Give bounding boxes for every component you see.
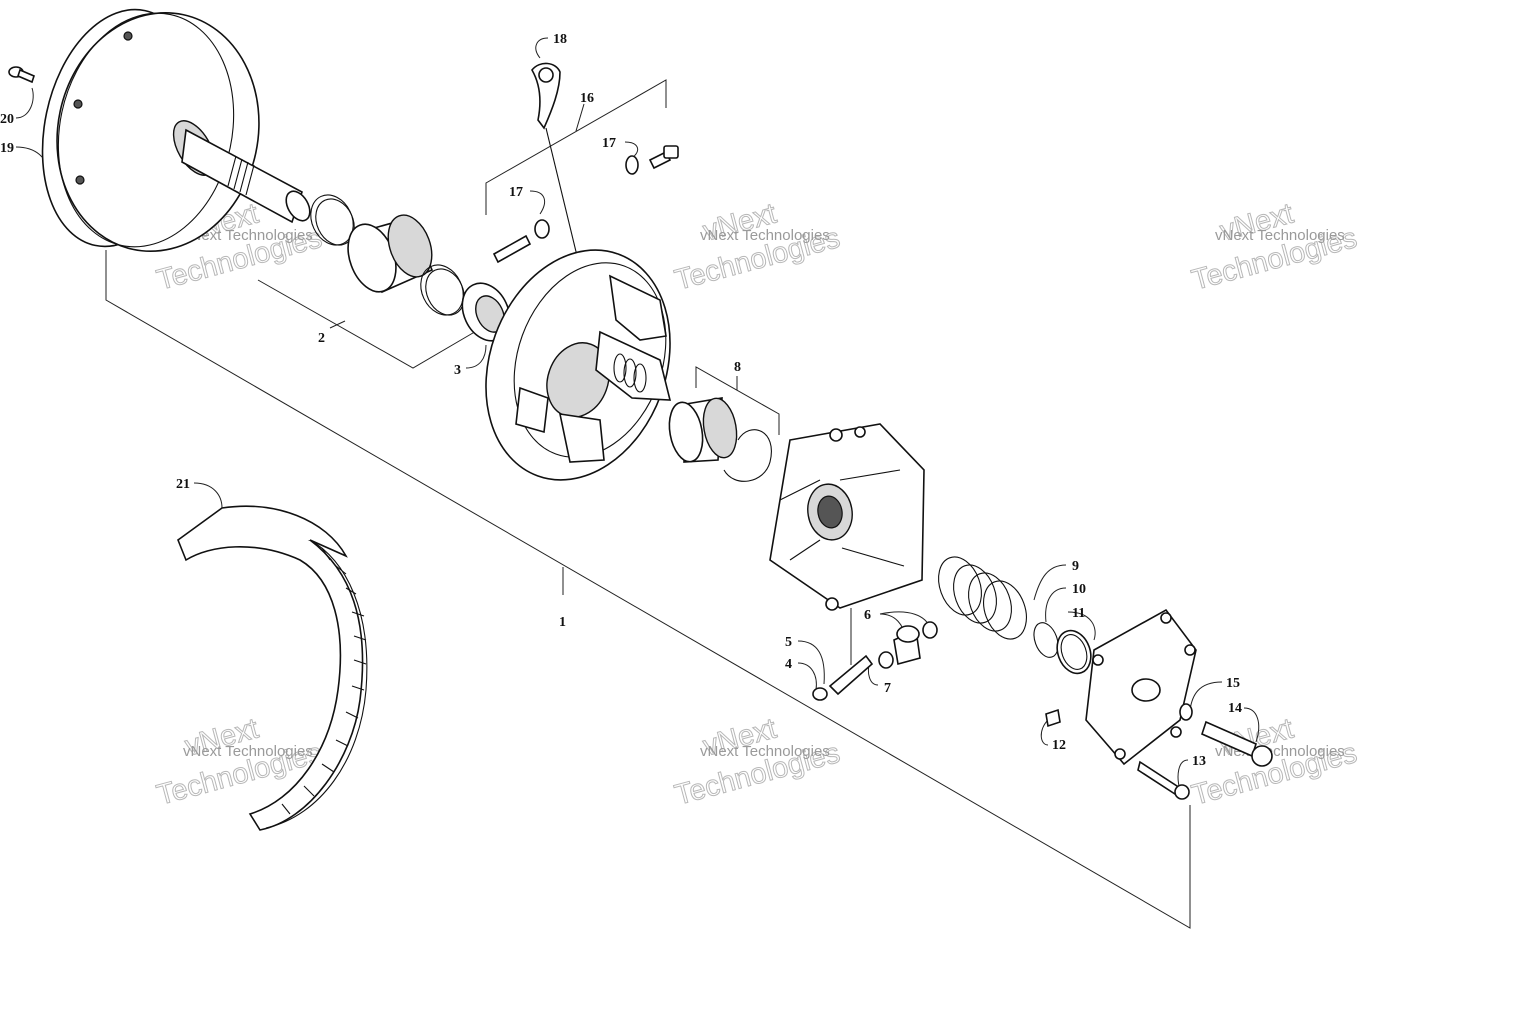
watermark-text-5: vNext Technologies — [700, 743, 830, 760]
roller-set — [812, 621, 938, 701]
callout-6: 6 — [864, 608, 871, 623]
rings-10-11 — [1033, 622, 1092, 675]
callout-1: 1 — [559, 615, 566, 630]
callout-18: 18 — [553, 32, 567, 47]
leader-16 — [575, 103, 585, 132]
callout-5: 5 — [785, 635, 792, 650]
leader-9 — [1033, 564, 1067, 601]
callout-7: 7 — [884, 681, 891, 696]
leader-3 — [465, 344, 487, 369]
callout-8: 8 — [734, 360, 741, 375]
callout-14: 14 — [1228, 701, 1242, 716]
bolts — [1045, 708, 1273, 800]
callout-2: 2 — [318, 331, 325, 346]
spring-9 — [938, 556, 1027, 640]
leader-15 — [1189, 681, 1223, 711]
callout-15: 15 — [1226, 676, 1240, 691]
sheave-spring — [613, 353, 647, 393]
callout-labels: 1 2 3 4 5 6 7 8 9 10 11 12 13 14 15 16 1… — [0, 32, 1242, 769]
leader-21 — [193, 482, 223, 509]
watermark-text-4: vNext Technologies — [183, 743, 313, 760]
leader-17a — [529, 190, 546, 215]
drive-belt — [177, 505, 368, 831]
leader-4 — [797, 662, 817, 691]
watermark-text-1: vNext Technologies — [183, 227, 313, 244]
belt-teeth — [281, 547, 367, 815]
pin-17 — [492, 145, 679, 264]
bushing-8 — [668, 397, 772, 482]
callout-11: 11 — [1072, 606, 1085, 621]
leader-18 — [535, 37, 549, 59]
spider — [769, 423, 925, 611]
leader-14 — [1243, 707, 1260, 743]
assembly-leaders — [105, 79, 1191, 929]
leader-20 — [15, 87, 34, 119]
cover-plate — [1085, 608, 1197, 766]
bracket-8 — [695, 366, 780, 435]
callout-12: 12 — [1052, 738, 1066, 753]
bracket-2 — [257, 279, 479, 369]
callout-13: 13 — [1192, 754, 1206, 769]
leader-2 — [329, 320, 346, 329]
movable-sheave — [485, 249, 672, 481]
leader-12 — [1040, 719, 1049, 746]
callout-4: 4 — [785, 657, 792, 672]
bracket-1 — [105, 250, 1191, 929]
watermark-text-2: vNext Technologies — [700, 227, 830, 244]
screw-20 — [8, 66, 35, 84]
callout-10: 10 — [1072, 582, 1086, 597]
callout-16: 16 — [580, 91, 594, 106]
leader-10 — [1045, 587, 1067, 623]
callout-9: 9 — [1072, 559, 1079, 574]
callout-21: 21 — [176, 477, 190, 492]
callout-3: 3 — [454, 363, 461, 378]
shaft-threads — [227, 155, 255, 196]
callout-20: 20 — [0, 112, 14, 127]
leader-5 — [797, 640, 825, 685]
callout-19: 19 — [0, 141, 14, 156]
seal-3 — [461, 282, 511, 342]
drive-sheave — [41, 8, 311, 253]
callout-17a: 17 — [509, 185, 523, 200]
callout-17b: 17 — [602, 136, 616, 151]
bracket-16 — [485, 79, 667, 215]
bushing-assembly — [310, 194, 465, 316]
leader-11 — [1067, 611, 1096, 641]
watermark-text-3: vNext Technologies — [1215, 227, 1345, 244]
